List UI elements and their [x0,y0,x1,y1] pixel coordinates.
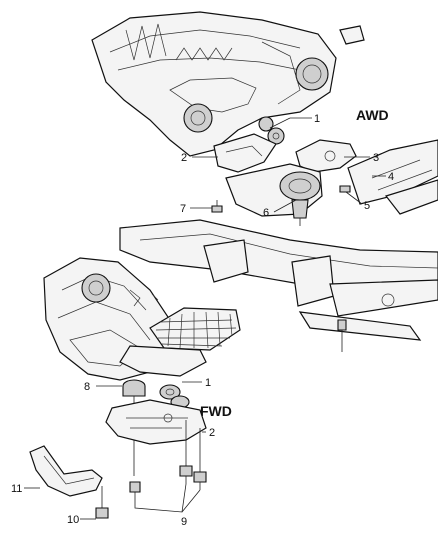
front-crossmember [119,219,438,352]
fwd-heat-shield [29,445,103,497]
awd-frame-rail [347,139,438,215]
callout-fwd-10: 10 [67,514,79,526]
callout-awd-6: 6 [263,207,269,219]
callout-awd-3: 3 [373,152,379,164]
fwd-bolt-9c [193,428,207,490]
callout-awd-5: 5 [364,200,370,212]
callout-awd-1: 1 [314,113,320,125]
awd-callouts: 1 2 3 4 5 6 7 [180,113,394,219]
awd-mount-bracket-upper [295,139,357,173]
fwd-mount-bracket [105,399,207,445]
fwd-bolt-9b [179,420,193,484]
callout-awd-2: 2 [181,152,187,164]
callout-awd-4: 4 [388,171,394,183]
awd-bolt-7 [211,200,223,213]
section-label-awd: AWD [356,107,389,123]
callout-fwd-8: 8 [84,381,90,393]
callout-fwd-11: 11 [11,483,22,495]
awd-engine-mount-isolator [225,163,323,226]
fwd-bolt-9a [129,481,141,498]
awd-bolt-5 [339,185,351,193]
awd-isolator-stack [258,116,285,145]
fwd-callouts: 8 1 2 11 10 9 [11,377,215,528]
callout-fwd-9: 9 [181,516,187,528]
awd-mount-bracket [213,133,277,173]
fwd-lower-frame [119,345,207,377]
callout-awd-7: 7 [180,203,186,215]
section-label-fwd: FWD [200,403,232,419]
callout-fwd-2: 2 [209,427,215,439]
fwd-bolt-10 [95,486,109,519]
callout-fwd-1: 1 [205,377,211,389]
awd-engine-assembly [91,11,365,157]
